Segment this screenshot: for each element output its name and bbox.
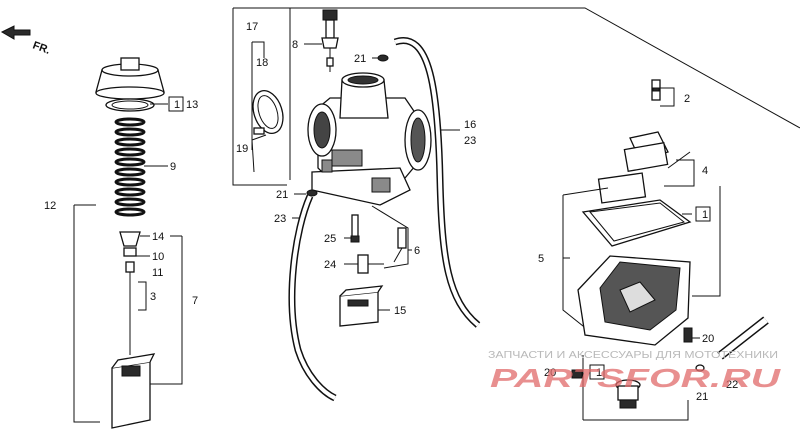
carburetor-body [307, 72, 432, 206]
callout-21-top: 21 [354, 53, 366, 65]
callout-19: 19 [236, 143, 248, 155]
callout-2: 2 [684, 93, 690, 105]
callout-18: 18 [256, 57, 268, 69]
throttle-spring [114, 117, 146, 217]
callout-25: 25 [324, 233, 336, 245]
clamp-assembly [251, 89, 284, 173]
callout-22: 22 [726, 379, 738, 391]
diagram-frame [232, 7, 800, 421]
float [339, 285, 384, 327]
callout-box-c [589, 364, 605, 380]
callout-11: 11 [152, 267, 163, 279]
callout-box-a [168, 96, 184, 112]
callout-20-left: 20 [544, 367, 556, 379]
callout-5: 5 [538, 253, 544, 265]
front-direction-label: FR. [31, 40, 52, 57]
callout-1-box-b: 1 [702, 209, 708, 221]
callout-15: 15 [394, 305, 406, 317]
callout-24: 24 [324, 259, 336, 271]
callout-16: 16 [464, 119, 476, 131]
starter-valve [321, 9, 339, 72]
callout-20-right: 20 [702, 333, 714, 345]
callout-7: 7 [192, 295, 198, 307]
callout-23-right: 23 [464, 135, 476, 147]
watermark: ЗАПЧАСТИ И АКСЕССУАРЫ ДЛЯ МОТОТЕХНИКИ PA… [488, 349, 782, 393]
callout-21-left: 21 [276, 189, 288, 201]
front-direction-indicator: FR. [0, 25, 52, 57]
callout-1-box-a: 1 [174, 99, 180, 111]
adjusting-screws [350, 214, 407, 274]
callout-21-right: 21 [696, 391, 708, 403]
callout-23-left: 23 [274, 213, 286, 225]
callout-labels: 1 13 9 12 14 10 11 3 7 17 18 19 8 21 16 … [44, 21, 738, 403]
callout-12: 12 [44, 200, 56, 212]
callout-13: 13 [186, 99, 198, 111]
front-arrow-icon [0, 25, 31, 40]
callout-17: 17 [246, 21, 258, 33]
watermark-tagline: ЗАПЧАСТИ И АКСЕССУАРЫ ДЛЯ МОТОТЕХНИКИ [488, 349, 778, 361]
callout-10: 10 [152, 251, 164, 263]
callout-3: 3 [150, 291, 156, 303]
leader-lines [73, 41, 721, 423]
throttle-valve-assembly [95, 57, 165, 429]
callout-6: 6 [414, 245, 420, 257]
watermark-brand: PARTSFOR.RU [490, 363, 782, 393]
callout-8: 8 [292, 39, 298, 51]
drain-tube [288, 189, 337, 402]
fitting-21-top [377, 54, 389, 62]
vent-tube [393, 37, 481, 328]
callout-1-box-c: 1 [596, 367, 602, 379]
callout-box-b [695, 206, 711, 222]
callout-4: 4 [702, 165, 708, 177]
callout-14: 14 [152, 231, 164, 243]
callout-9: 9 [170, 161, 176, 173]
float-chamber-assembly [571, 79, 769, 409]
